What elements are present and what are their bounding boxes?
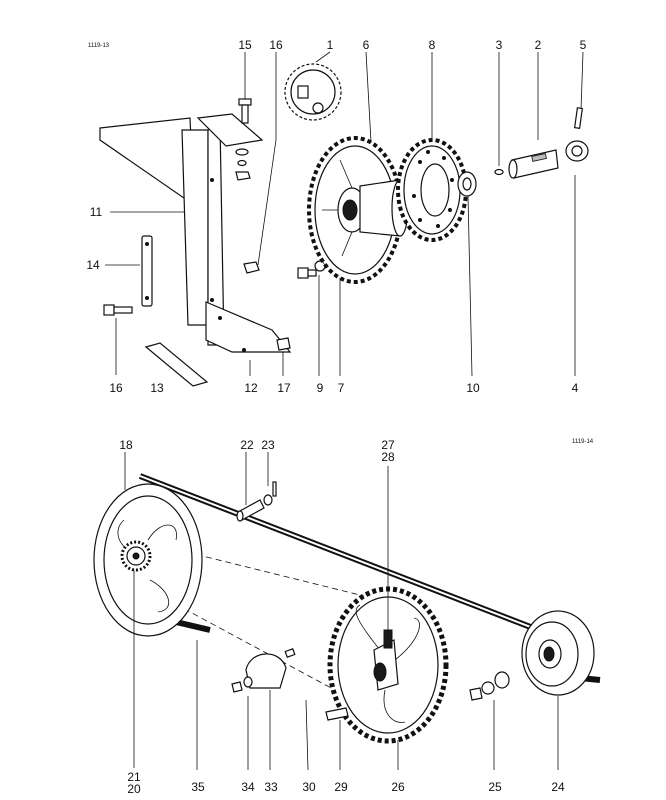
figure-code-top: 1119-13 bbox=[88, 43, 110, 49]
callout-17: 17 bbox=[277, 381, 291, 395]
shaft-2 bbox=[508, 149, 559, 179]
bracket-frame bbox=[99, 113, 292, 353]
key-3 bbox=[494, 168, 504, 176]
callout-9: 9 bbox=[317, 381, 324, 395]
callout-27: 27 bbox=[381, 438, 395, 452]
bolt-9 bbox=[297, 260, 326, 279]
callout-14: 14 bbox=[86, 258, 100, 272]
callout-23: 23 bbox=[261, 438, 275, 452]
sprocket-8 bbox=[396, 138, 468, 242]
callout-29: 29 bbox=[334, 780, 348, 794]
figure-code-bottom: 1119-14 bbox=[572, 439, 594, 445]
callout-16-top: 16 bbox=[269, 38, 283, 52]
collar-4 bbox=[565, 140, 589, 162]
pin-22 bbox=[236, 499, 265, 522]
callout-16-bottom: 16 bbox=[109, 381, 123, 395]
callout-10: 10 bbox=[466, 381, 480, 395]
sprocket-21 bbox=[120, 540, 152, 572]
callout-34: 34 bbox=[241, 780, 255, 794]
callout-15: 15 bbox=[238, 38, 252, 52]
callout-3: 3 bbox=[496, 38, 503, 52]
callout-13: 13 bbox=[150, 381, 164, 395]
pulley-24 bbox=[521, 610, 595, 696]
callout-33: 33 bbox=[264, 780, 278, 794]
bolt-16 bbox=[103, 304, 133, 316]
callout-1: 1 bbox=[327, 38, 334, 52]
bevel-gear-6 bbox=[307, 136, 409, 284]
bolt-17 bbox=[276, 337, 291, 351]
callout-18: 18 bbox=[119, 438, 133, 452]
callout-2: 2 bbox=[535, 38, 542, 52]
plate-13 bbox=[144, 342, 209, 387]
leader-lines-bottom bbox=[124, 452, 559, 771]
strap-14 bbox=[141, 235, 153, 307]
callout-6: 6 bbox=[363, 38, 370, 52]
washer-23 bbox=[263, 481, 277, 506]
nut-34 bbox=[231, 676, 253, 693]
callout-8: 8 bbox=[429, 38, 436, 52]
callout-35: 35 bbox=[191, 780, 205, 794]
nut-16 bbox=[243, 261, 260, 274]
callout-24: 24 bbox=[551, 780, 565, 794]
callout-26: 26 bbox=[391, 780, 405, 794]
callout-4: 4 bbox=[572, 381, 579, 395]
pin-5 bbox=[573, 107, 584, 129]
v-belt bbox=[138, 473, 601, 683]
nuts-25 bbox=[469, 671, 510, 701]
callout-12: 12 bbox=[244, 381, 258, 395]
callout-21: 21 bbox=[127, 770, 141, 784]
washer-10 bbox=[457, 171, 477, 197]
callout-11: 11 bbox=[90, 205, 103, 219]
bolt-15 bbox=[238, 98, 252, 124]
callout-7: 7 bbox=[338, 381, 345, 395]
callouts-top: 15 16 1 6 8 3 2 5 11 14 16 13 12 17 9 7 … bbox=[86, 38, 586, 395]
key-29 bbox=[325, 707, 349, 721]
callouts-bottom: 18 22 23 27 28 21 20 35 34 33 30 29 26 2… bbox=[119, 438, 565, 796]
callout-22: 22 bbox=[240, 438, 254, 452]
callout-30: 30 bbox=[302, 780, 316, 794]
small-sprocket-1 bbox=[284, 63, 342, 121]
callout-25: 25 bbox=[488, 780, 502, 794]
callout-28: 28 bbox=[381, 450, 395, 464]
washers-nut bbox=[235, 148, 251, 181]
guard-33 bbox=[245, 648, 296, 689]
callout-5: 5 bbox=[580, 38, 587, 52]
leader-lines-top bbox=[105, 51, 584, 377]
callout-20: 20 bbox=[127, 782, 141, 796]
